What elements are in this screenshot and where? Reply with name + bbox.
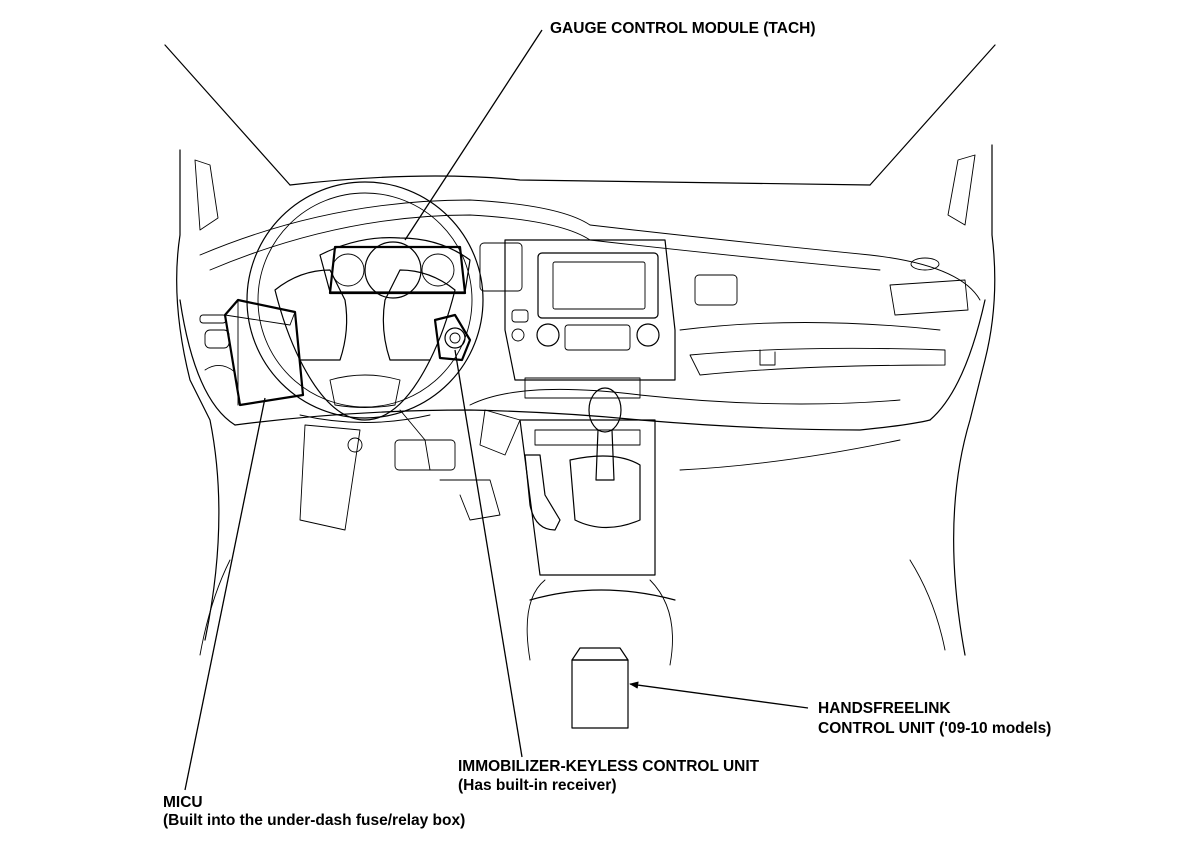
instrument-cluster — [319, 237, 471, 299]
center-stack — [504, 239, 676, 381]
handsfreelink-leader-line — [629, 681, 809, 709]
micu-label-line2: (Built into the under-dash fuse/relay bo… — [163, 812, 465, 829]
left-door-trim — [176, 149, 220, 641]
car-interior-drawing — [164, 44, 996, 729]
immobilizer-leader-line — [454, 349, 523, 758]
immobilizer-ignition-switch — [433, 313, 472, 362]
immobilizer-label-line1: IMMOBILIZER-KEYLESS CONTROL UNIT — [458, 758, 760, 775]
leader-lines — [184, 29, 809, 791]
handsfreelink-label-line1: HANDSFREELINK — [818, 700, 951, 717]
immobilizer-label-line2: (Has built-in receiver) — [458, 777, 617, 794]
center-display — [537, 252, 659, 319]
micu-leader-line — [184, 397, 266, 791]
steering-wheel — [246, 181, 484, 423]
gauge-control-module-label: GAUGE CONTROL MODULE (TACH) — [550, 20, 816, 37]
handsfreelink-control-unit-box — [571, 647, 629, 729]
center-console — [519, 387, 676, 666]
right-a-pillar — [869, 44, 996, 186]
handsfreelink-label-line2: CONTROL UNIT ('09-10 models) — [818, 720, 1051, 737]
micu-fuse-box — [223, 298, 305, 407]
gauge-leader-line — [404, 29, 543, 241]
dash-top-outline — [289, 175, 871, 186]
right-door-trim — [953, 144, 996, 656]
left-a-pillar — [164, 44, 291, 186]
micu-label-line1: MICU — [163, 794, 203, 811]
callout-labels: GAUGE CONTROL MODULE (TACH) HANDSFREELIN… — [163, 20, 1051, 829]
